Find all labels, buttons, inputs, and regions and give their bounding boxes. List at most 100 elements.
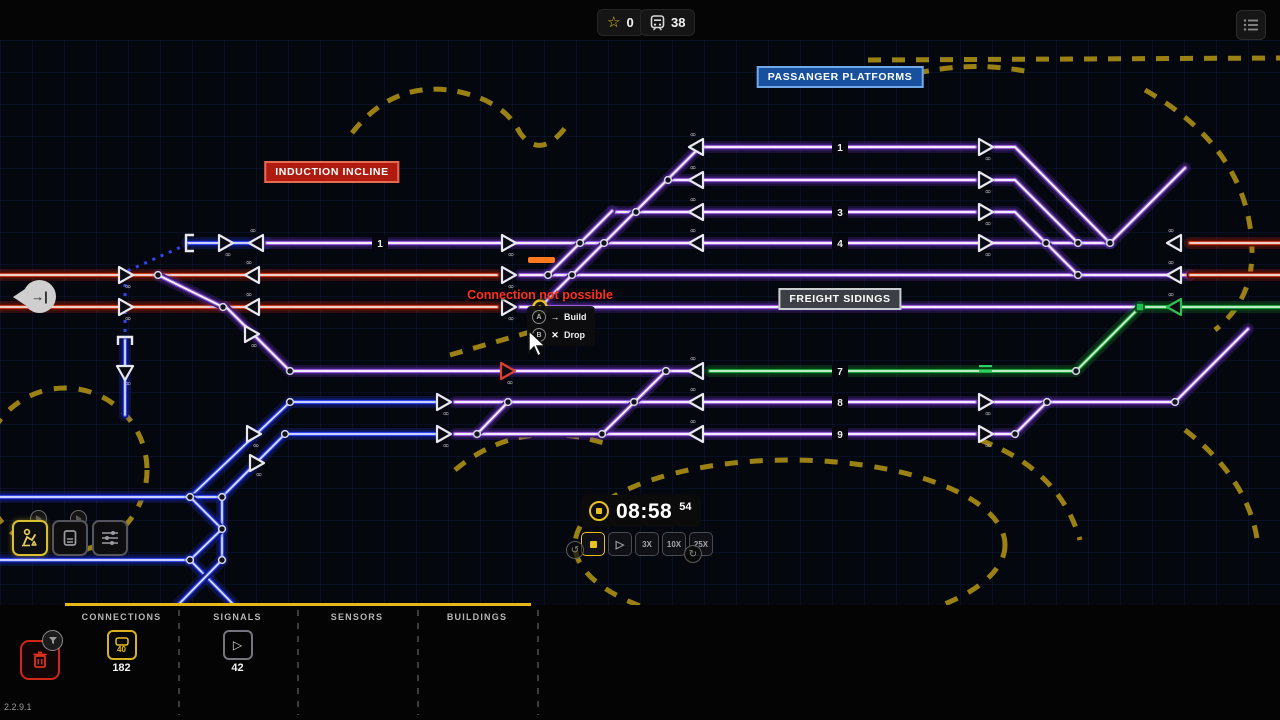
arrow-right-icon: → (550, 312, 560, 322)
svg-text:8: 8 (837, 398, 843, 409)
toolbar-divider (537, 610, 539, 715)
svg-text:∞: ∞ (985, 187, 992, 196)
funnel-icon (48, 637, 57, 644)
settings-button[interactable] (92, 520, 128, 556)
label-passenger-platforms: Passanger Platforms (756, 66, 924, 88)
svg-text:∞: ∞ (1168, 258, 1175, 267)
svg-text:9: 9 (837, 430, 843, 441)
speed-sign-value: 40 (117, 644, 126, 654)
svg-text:∞: ∞ (690, 354, 697, 363)
game-clock: 08:58 54 (581, 495, 701, 527)
clock-time: 08:58 (616, 499, 673, 523)
jump-to-edge-button[interactable]: →| (23, 280, 56, 313)
top-bar: ☆ 0 38 (0, 0, 1280, 40)
svg-text:∞: ∞ (125, 282, 132, 291)
toolbar-divider (297, 610, 299, 715)
train-count-value: 38 (671, 15, 686, 30)
speed-10x-button[interactable]: 10X (662, 532, 686, 556)
svg-text:∞: ∞ (251, 341, 258, 350)
sliders-icon (102, 531, 118, 545)
svg-text:∞: ∞ (250, 226, 257, 235)
connections-count: 182 (112, 662, 131, 674)
pause-icon (589, 540, 597, 548)
section-buildings: Buildings (417, 607, 537, 717)
manual-button[interactable] (52, 520, 88, 556)
svg-text:∞: ∞ (507, 378, 514, 387)
train-count-pill: 38 (640, 9, 696, 36)
cross-icon: ✕ (551, 329, 559, 340)
svg-text:∞: ∞ (508, 250, 515, 259)
construction-worker-icon (22, 528, 37, 547)
buildings-label: Buildings (446, 612, 508, 622)
menu-button[interactable] (1236, 10, 1266, 40)
rb-rotate-hint-icon: ↻ (684, 545, 702, 563)
svg-text:∞: ∞ (985, 409, 992, 418)
svg-text:∞: ∞ (985, 219, 992, 228)
svg-text:∞: ∞ (690, 130, 697, 139)
book-icon (63, 530, 77, 546)
version-text: 2.2.9.1 (4, 702, 32, 712)
svg-text:∞: ∞ (690, 195, 697, 204)
svg-text:∞: ∞ (443, 441, 450, 450)
svg-text:∞: ∞ (508, 282, 515, 291)
svg-text:∞: ∞ (246, 290, 253, 299)
section-connections: Connections 40 182 (65, 607, 178, 717)
pause-button[interactable] (581, 532, 605, 556)
svg-text:∞: ∞ (125, 379, 132, 388)
sensors-label: Sensors (330, 612, 384, 622)
speed-3x-button[interactable]: 3X (635, 532, 659, 556)
label-freight-sidings: Freight Sidings (778, 288, 902, 310)
svg-text:∞: ∞ (985, 154, 992, 163)
lb-rotate-hint-icon: ↺ (566, 541, 584, 559)
map-edge-pointer (13, 289, 25, 305)
svg-text:∞: ∞ (985, 441, 992, 450)
svg-text:∞: ∞ (1168, 226, 1175, 235)
svg-text:∞: ∞ (508, 314, 515, 323)
svg-text:∞: ∞ (690, 417, 697, 426)
svg-text:∞: ∞ (985, 250, 992, 259)
svg-text:7: 7 (837, 367, 843, 378)
svg-text:4: 4 (837, 239, 843, 250)
star-icon: ☆ (607, 14, 621, 31)
train-icon (650, 14, 665, 30)
signals-count: 42 (231, 662, 244, 674)
trash-icon (33, 651, 47, 668)
score-value: 0 (626, 15, 634, 30)
build-toolbar: Connections 40 182 Signals ▷ 42 Sensors … (0, 603, 1280, 720)
toolbar-divider (417, 610, 419, 715)
controller-a-icon: A (532, 310, 546, 324)
toolbar-divider (178, 610, 180, 715)
svg-text:∞: ∞ (256, 470, 263, 479)
svg-text:∞: ∞ (443, 409, 450, 418)
svg-text:∞: ∞ (253, 441, 260, 450)
clock-seconds: 54 (679, 501, 692, 513)
svg-text:1: 1 (837, 143, 843, 154)
play-button[interactable]: ▷ (608, 532, 632, 556)
filter-pin-icon (42, 630, 63, 651)
svg-text:1: 1 (377, 239, 383, 250)
play-icon: ▷ (615, 538, 625, 551)
signals-tool-button[interactable]: ▷ (222, 630, 253, 660)
signals-label: Signals (213, 612, 262, 622)
connections-tool-button[interactable]: 40 (106, 630, 137, 660)
mouse-cursor (528, 330, 547, 358)
error-message: Connection not possible (467, 288, 613, 302)
pause-state-icon (589, 501, 609, 521)
svg-text:∞: ∞ (690, 163, 697, 172)
speed-sign-icon (114, 636, 129, 646)
score-pill: ☆ 0 (597, 9, 644, 36)
tooltip-build-label: Build (564, 312, 587, 322)
svg-text:∞: ∞ (690, 226, 697, 235)
label-induction-incline: Induction Incline (264, 161, 400, 183)
toolbar-accent-line (65, 603, 531, 606)
svg-text:∞: ∞ (225, 250, 232, 259)
build-mode-button[interactable] (12, 520, 48, 556)
svg-text:∞: ∞ (1168, 290, 1175, 299)
connections-label: Connections (81, 612, 162, 622)
tooltip-build-row: A → Build (532, 310, 587, 324)
tooltip-drop-label: Drop (564, 330, 585, 340)
section-signals: Signals ▷ 42 (178, 607, 297, 717)
